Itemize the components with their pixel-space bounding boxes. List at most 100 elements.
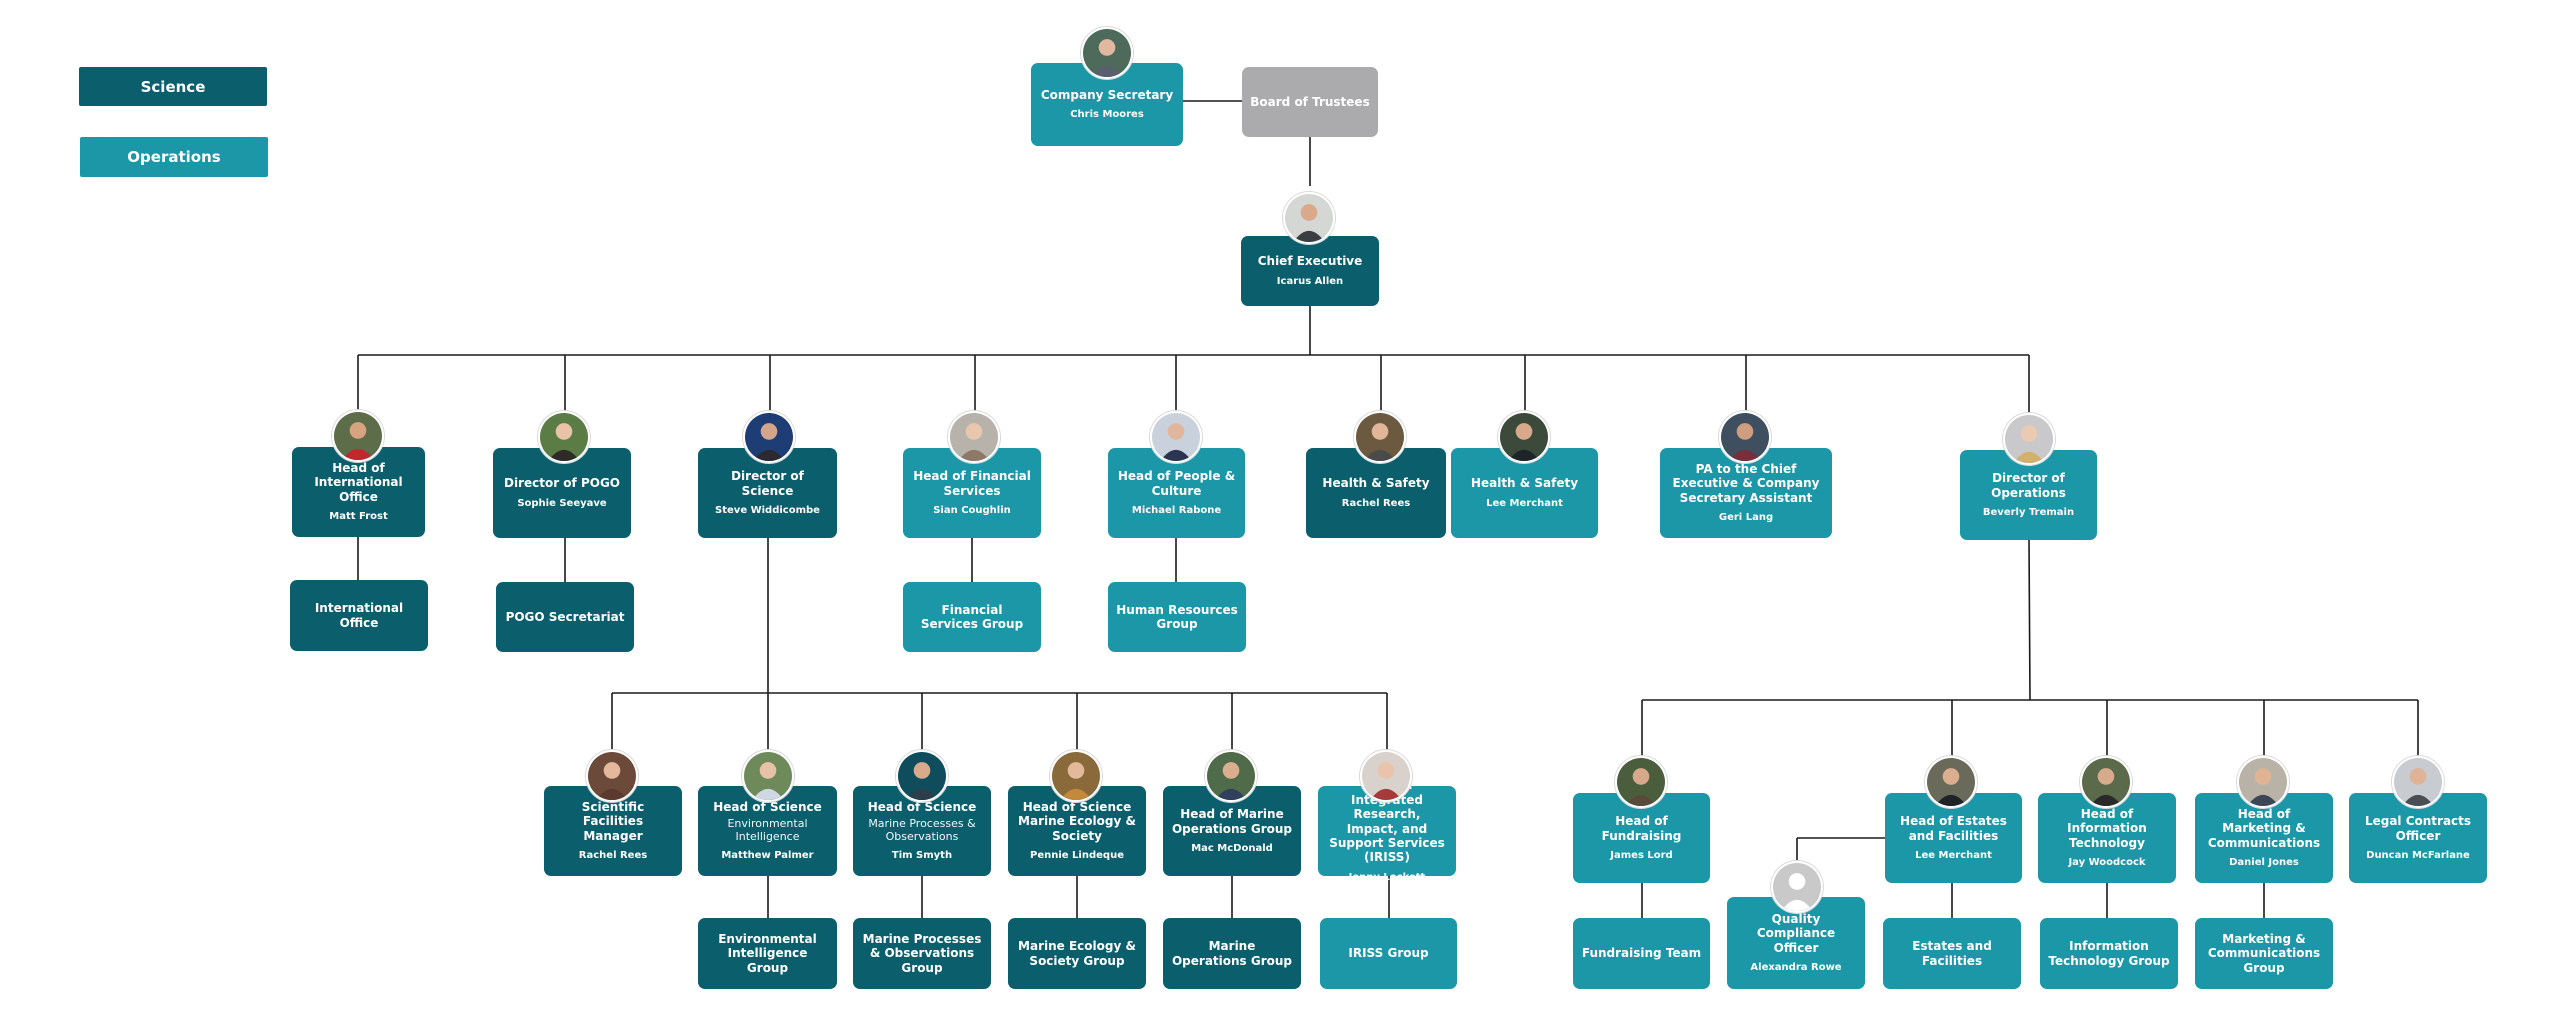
box-name: Daniel Jones [2229, 857, 2299, 869]
box-title: Scientific Facilities Manager [581, 799, 645, 843]
box-title: Estates and Facilities [1912, 939, 1992, 968]
avatar [2080, 756, 2132, 808]
iriss-group-box[interactable]: IRISS Group [1320, 918, 1457, 989]
box-title: Head of International Office [314, 460, 403, 504]
estates-facilities-box[interactable]: Estates and Facilities [1883, 918, 2021, 989]
head-people-culture-box[interactable]: Head of People & Culture Michael Rabone [1108, 448, 1245, 538]
head-international-office-box[interactable]: Head of International Office Matt Frost [292, 447, 425, 537]
board-of-trustees-box[interactable]: Board of Trustees [1242, 67, 1378, 137]
avatar [2237, 756, 2289, 808]
head-iriss-box[interactable]: Head of Integrated Research, Impact, and… [1318, 778, 1456, 883]
box-title: Environmental Intelligence Group [718, 931, 817, 975]
avatar [896, 750, 948, 802]
chief-executive-box[interactable]: Chief Executive Icarus Allen [1241, 236, 1379, 306]
box-title: Company Secretary [1040, 87, 1174, 102]
avatar [2392, 756, 2444, 808]
avatar [1283, 192, 1335, 244]
placeholder-avatar-icon [1771, 861, 1823, 913]
box-title: Head of Science Marine Ecology & Society [1018, 799, 1136, 843]
avatar [1719, 411, 1771, 463]
pa-chief-executive-box[interactable]: PA to the Chief Executive & Company Secr… [1660, 448, 1832, 538]
box-name: Steve Widdicombe [715, 504, 820, 516]
box-name: Tim Smyth [891, 849, 953, 861]
international-office-box[interactable]: International Office [290, 580, 428, 651]
box-title: Marine Operations Group [1171, 939, 1293, 968]
box-name: Alexandra Rowe [1750, 962, 1842, 974]
marketing-communications-group-box[interactable]: Marketing & Communications Group [2195, 918, 2333, 989]
box-title: Head of Marine Operations Group [1171, 807, 1293, 836]
box-title: IRISS Group [1348, 946, 1429, 961]
box-title: Fundraising Team [1581, 946, 1702, 961]
box-title: Director of POGO [503, 476, 620, 491]
fundraising-team-box[interactable]: Fundraising Team [1573, 918, 1710, 989]
box-name: Sophie Seeyave [517, 497, 607, 509]
box-name: Sian Coughlin [933, 504, 1011, 516]
director-pogo-box[interactable]: Director of POGO Sophie Seeyave [493, 448, 631, 538]
avatar [742, 750, 794, 802]
legend-science: Science [79, 67, 267, 106]
financial-services-group-box[interactable]: Financial Services Group [903, 582, 1041, 652]
head-information-technology-box[interactable]: Head of Information Technology Jay Woodc… [2038, 793, 2176, 883]
legend-operations-label: Operations [127, 148, 221, 166]
pogo-secretariat-box[interactable]: POGO Secretariat [496, 582, 634, 652]
marine-processes-group-box[interactable]: Marine Processes & Observations Group [853, 918, 991, 989]
avatar [2003, 413, 2055, 465]
box-name: Chris Moores [1070, 109, 1144, 121]
box-desc: Marine Processes & Observations [868, 816, 976, 843]
avatar [332, 410, 384, 462]
box-name: Beverly Tremain [1982, 506, 2075, 518]
box-name: Icarus Allen [1276, 275, 1344, 287]
box-title: Head of Fundraising [1601, 814, 1682, 843]
box-name: Matt Frost [329, 511, 388, 523]
box-desc: Environmental Intelligence [727, 816, 808, 843]
avatar [1925, 756, 1977, 808]
avatar [1354, 411, 1406, 463]
human-resources-group-box[interactable]: Human Resources Group [1108, 582, 1246, 652]
box-title: Head of Estates and Facilities [1900, 814, 2007, 843]
avatar [1050, 750, 1102, 802]
box-title: Health & Safety [1470, 476, 1579, 491]
head-marketing-box[interactable]: Head of Marketing & Communications Danie… [2195, 793, 2333, 883]
avatar [1205, 750, 1257, 802]
box-name: Rachel Rees [578, 850, 648, 862]
connector [2028, 539, 2031, 701]
head-estates-facilities-box[interactable]: Head of Estates and Facilities Lee Merch… [1885, 793, 2022, 883]
box-name: Mac McDonald [1191, 842, 1273, 854]
legal-contracts-officer-box[interactable]: Legal Contracts Officer Duncan McFarlane [2349, 793, 2487, 883]
director-science-box[interactable]: Director of Science Steve Widdicombe [698, 448, 837, 538]
head-fundraising-box[interactable]: Head of Fundraising James Lord [1573, 793, 1710, 883]
health-safety-science-box[interactable]: Health & Safety Rachel Rees [1306, 448, 1446, 538]
box-title: Marine Processes & Observations Group [862, 931, 982, 975]
box-name: Lee Merchant [1486, 497, 1563, 509]
box-title: Financial Services Group [920, 602, 1024, 631]
avatar [1081, 27, 1133, 79]
box-name: Matthew Palmer [721, 849, 814, 861]
box-title: Chief Executive [1257, 254, 1363, 269]
box-title: Quality Compliance Officer [1756, 911, 1836, 955]
head-financial-services-box[interactable]: Head of Financial Services Sian Coughlin [903, 448, 1041, 538]
information-technology-group-box[interactable]: Information Technology Group [2040, 918, 2178, 989]
marine-ecology-group-box[interactable]: Marine Ecology & Society Group [1008, 918, 1146, 989]
box-title: Head of Information Technology [2067, 806, 2147, 850]
box-name: Rachel Rees [1341, 497, 1411, 509]
box-title: Information Technology Group [2048, 939, 2170, 968]
box-title: Director of Science [731, 469, 804, 498]
box-name: Michael Rabone [1131, 504, 1222, 516]
box-name: Jay Woodcock [2068, 857, 2146, 869]
quality-compliance-officer-box[interactable]: Quality Compliance Officer Alexandra Row… [1727, 897, 1865, 989]
avatar [1360, 750, 1412, 802]
environmental-intelligence-group-box[interactable]: Environmental Intelligence Group [698, 918, 837, 989]
health-safety-operations-box[interactable]: Health & Safety Lee Merchant [1451, 448, 1598, 538]
director-operations-box[interactable]: Director of Operations Beverly Tremain [1960, 450, 2097, 540]
avatar [538, 411, 590, 463]
box-title: Head of Marketing & Communications [2207, 806, 2321, 850]
box-title: Head of Science [867, 800, 977, 815]
box-title: Marketing & Communications Group [2207, 931, 2321, 975]
box-name: Lee Merchant [1915, 849, 1992, 861]
avatar [586, 750, 638, 802]
marine-operations-group-box[interactable]: Marine Operations Group [1163, 918, 1301, 989]
box-title: Board of Trustees [1250, 94, 1370, 109]
avatar [1615, 756, 1667, 808]
box-title: Health & Safety [1322, 476, 1430, 491]
company-secretary-box[interactable]: Company Secretary Chris Moores [1031, 63, 1183, 146]
